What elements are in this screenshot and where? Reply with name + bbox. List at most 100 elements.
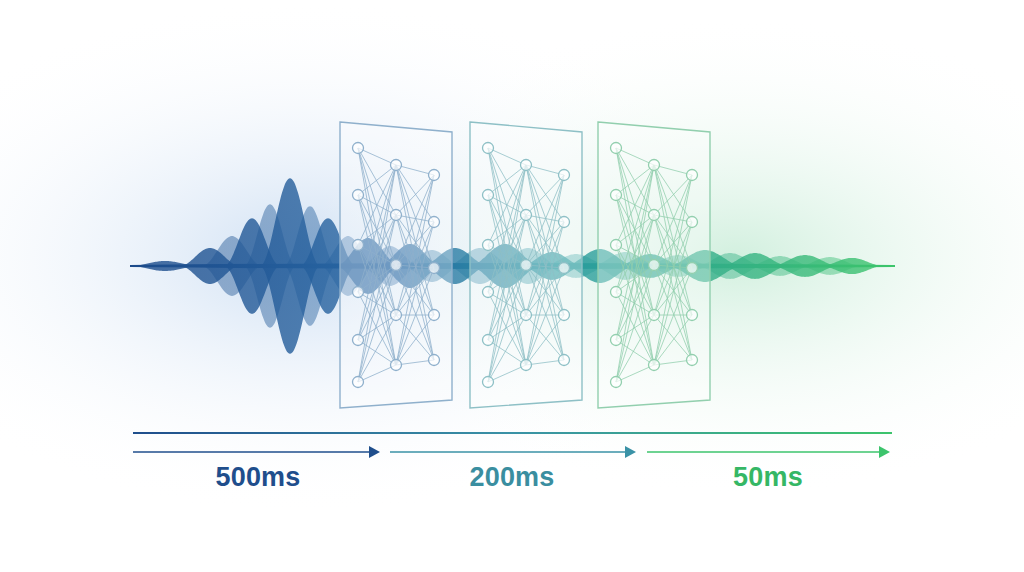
network-neuron [611, 287, 622, 298]
network-link [616, 340, 654, 365]
network-neuron [611, 377, 622, 388]
network-link [358, 148, 396, 165]
network-link [488, 315, 526, 382]
network-link [396, 265, 434, 360]
network-panel [598, 122, 710, 408]
glass-panel [470, 122, 582, 408]
network-link [488, 148, 526, 165]
network-link [616, 315, 654, 382]
network-link [616, 215, 654, 340]
network-neuron [483, 377, 494, 388]
network-neuron [559, 355, 570, 366]
network-link [616, 165, 654, 382]
network-link [358, 165, 396, 382]
network-link [488, 215, 526, 340]
wave-lobe [820, 258, 884, 274]
arrow-head [879, 446, 890, 458]
network-link [526, 222, 564, 365]
network-neuron [483, 287, 494, 298]
network-link [396, 315, 434, 365]
network-neuron [687, 263, 698, 274]
network-link [616, 148, 654, 365]
network-neuron [353, 287, 364, 298]
network-neuron [429, 263, 440, 274]
latency-label: 200ms [469, 462, 554, 493]
glass-panel [598, 122, 710, 408]
network-link [396, 222, 434, 365]
network-panel [470, 122, 582, 408]
network-link [358, 365, 396, 382]
network-link [358, 148, 396, 365]
network-neuron [521, 210, 532, 221]
network-link [396, 265, 434, 315]
network-link [358, 315, 396, 340]
network-neuron [611, 143, 622, 154]
network-neuron [649, 310, 660, 321]
network-neuron [649, 260, 660, 271]
network-link [526, 265, 564, 315]
network-link [396, 165, 434, 360]
network-neuron [611, 190, 622, 201]
network-neuron [687, 310, 698, 321]
network-link [654, 265, 692, 315]
network-neuron [483, 143, 494, 154]
timeline-arrow [390, 451, 630, 453]
network-link [526, 165, 564, 360]
latency-label: 50ms [733, 462, 803, 493]
timeline-line [133, 432, 892, 434]
network-link [358, 340, 396, 365]
network-neuron [429, 355, 440, 366]
network-neuron [687, 217, 698, 228]
network-neuron [559, 310, 570, 321]
network-link [358, 265, 396, 340]
network-link [526, 265, 564, 360]
network-neuron [687, 355, 698, 366]
network-neuron [687, 170, 698, 181]
network-neuron [391, 260, 402, 271]
glass-panel [340, 122, 452, 408]
timeline-arrow [647, 451, 884, 453]
network-neuron [521, 360, 532, 371]
network-link [488, 165, 526, 382]
network-link [616, 265, 654, 340]
network-link [358, 315, 396, 382]
network-neuron [521, 260, 532, 271]
network-link [616, 148, 654, 165]
network-neuron [611, 240, 622, 251]
network-link [488, 340, 526, 365]
network-link [396, 268, 434, 315]
network-neuron [353, 335, 364, 346]
timeline-arrow [133, 451, 374, 453]
network-neuron [559, 217, 570, 228]
network-neuron [559, 170, 570, 181]
network-neuron [353, 143, 364, 154]
network-neuron [649, 360, 660, 371]
network-link [488, 265, 526, 340]
network-neuron [521, 310, 532, 321]
arrow-head [369, 446, 380, 458]
network-link [654, 222, 692, 365]
network-link [488, 365, 526, 382]
network-neuron [483, 240, 494, 251]
network-neuron [353, 377, 364, 388]
network-link [526, 268, 564, 315]
network-link [654, 165, 692, 360]
network-link [654, 268, 692, 315]
network-neuron [483, 335, 494, 346]
network-link [488, 148, 526, 365]
network-neuron [391, 210, 402, 221]
network-link [654, 265, 692, 360]
network-neuron [353, 190, 364, 201]
network-link [526, 315, 564, 365]
network-neuron [391, 310, 402, 321]
network-neuron [429, 170, 440, 181]
network-link [654, 315, 692, 365]
network-neuron [483, 190, 494, 201]
network-neuron [391, 360, 402, 371]
network-link [358, 215, 396, 382]
network-link [358, 215, 396, 340]
network-neuron [611, 335, 622, 346]
network-neuron [649, 160, 660, 171]
